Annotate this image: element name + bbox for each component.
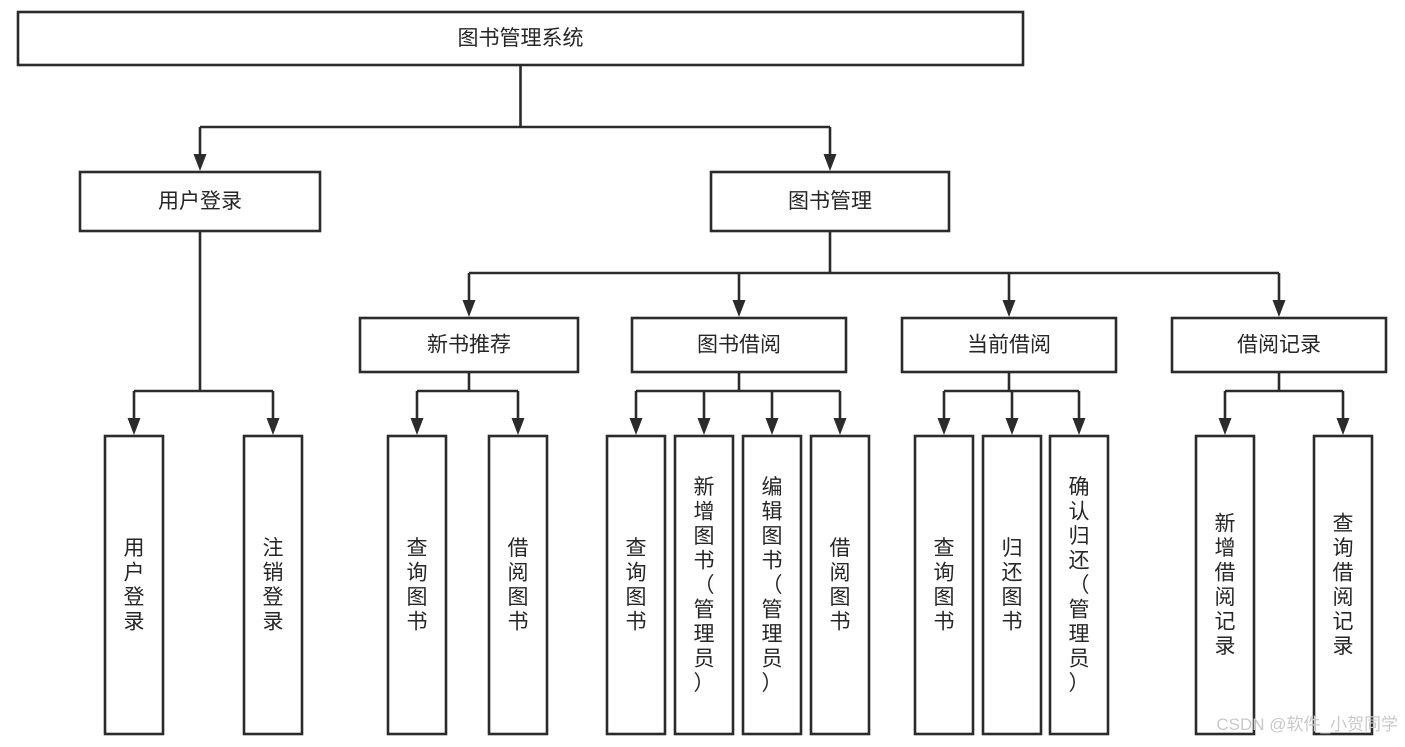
node-leaf-query-borrow-record[interactable]: 查询借阅记录	[1312, 434, 1374, 736]
node-box-leaf-edit-book-admin[interactable]	[741, 434, 803, 736]
node-label-leaf-logout: 注销登录	[263, 537, 284, 634]
node-box-leaf-confirm-return-admin[interactable]	[1048, 434, 1110, 736]
node-leaf-query-book-borrow[interactable]: 查询图书	[605, 434, 667, 736]
connector-arrow-icon	[1336, 418, 1350, 435]
connector-arrow-icon	[511, 418, 525, 435]
node-box-leaf-query-book-borrow[interactable]	[605, 434, 667, 736]
connector-group-book-borrow	[629, 372, 847, 435]
node-label-leaf-user-login: 用户登录	[124, 537, 145, 634]
node-leaf-add-borrow-record[interactable]: 新增借阅记录	[1194, 434, 1256, 736]
connector-arrow-icon	[1272, 300, 1286, 317]
connector-group-current-borrow	[937, 372, 1086, 435]
connector-arrow-icon	[1218, 418, 1232, 435]
node-new-book-rec[interactable]: 新书推荐	[358, 316, 580, 374]
connector-arrow-icon	[462, 300, 476, 317]
connector-arrow-icon	[732, 300, 746, 317]
node-leaf-user-login[interactable]: 用户登录	[103, 434, 165, 736]
node-label-leaf-confirm-return-admin: 确认归还（管理员）	[1069, 476, 1090, 695]
csdn-watermark: CSDN @软件_小贺同学	[1216, 715, 1398, 734]
connector-arrow-icon	[629, 418, 643, 435]
node-label-leaf-query-book-rec: 查询图书	[407, 537, 428, 634]
node-box-book-manage[interactable]	[709, 170, 951, 233]
connector-arrow-icon	[127, 418, 141, 435]
node-label-leaf-query-book-borrow: 查询图书	[626, 537, 647, 634]
node-box-leaf-borrow-book[interactable]	[809, 434, 871, 736]
node-leaf-confirm-return-admin[interactable]: 确认归还（管理员）	[1048, 434, 1110, 736]
node-label-leaf-query-borrow-record: 查询借阅记录	[1333, 513, 1354, 659]
node-current-borrow[interactable]: 当前借阅	[900, 316, 1118, 374]
node-label-leaf-return-book: 归还图书	[1002, 537, 1023, 634]
node-box-root[interactable]	[16, 10, 1025, 67]
node-label-book-borrow: 图书借阅	[697, 334, 781, 357]
node-label-borrow-record: 借阅记录	[1237, 334, 1321, 357]
connector-group-borrow-record	[1218, 372, 1350, 435]
connector-arrow-icon	[1005, 418, 1019, 435]
connector-arrow-icon	[937, 418, 951, 435]
connector-arrow-icon	[833, 418, 847, 435]
node-leaf-logout[interactable]: 注销登录	[242, 434, 304, 736]
node-book-borrow[interactable]: 图书借阅	[630, 316, 848, 374]
connector-arrow-icon	[765, 418, 779, 435]
node-box-leaf-add-borrow-record[interactable]	[1194, 434, 1256, 736]
node-box-leaf-logout[interactable]	[242, 434, 304, 736]
node-label-user-login: 用户登录	[158, 190, 242, 213]
connector-arrow-icon	[823, 154, 837, 171]
connector-arrow-icon	[410, 418, 424, 435]
node-root[interactable]: 图书管理系统	[16, 10, 1025, 67]
node-leaf-borrow-book[interactable]: 借阅图书	[809, 434, 871, 736]
node-box-leaf-query-book-current[interactable]	[913, 434, 975, 736]
node-box-new-book-rec[interactable]	[358, 316, 580, 374]
node-leaf-edit-book-admin[interactable]: 编辑图书（管理员）	[741, 434, 803, 736]
node-box-current-borrow[interactable]	[900, 316, 1118, 374]
node-box-book-borrow[interactable]	[630, 316, 848, 374]
node-label-leaf-add-book-admin: 新增图书（管理员）	[694, 476, 715, 695]
node-label-current-borrow: 当前借阅	[967, 334, 1051, 357]
node-leaf-add-book-admin[interactable]: 新增图书（管理员）	[673, 434, 735, 736]
node-box-leaf-return-book[interactable]	[981, 434, 1043, 736]
node-label-leaf-query-book-current: 查询图书	[934, 537, 955, 634]
node-box-leaf-query-borrow-record[interactable]	[1312, 434, 1374, 736]
connector-group-book-manage	[462, 231, 1286, 317]
connector-arrow-icon	[1002, 300, 1016, 317]
node-box-borrow-record[interactable]	[1170, 316, 1388, 374]
connector-group-new-book-rec	[410, 372, 525, 435]
node-user-login[interactable]: 用户登录	[78, 170, 322, 233]
node-box-leaf-borrow-book-rec[interactable]	[487, 434, 549, 736]
node-box-user-login[interactable]	[78, 170, 322, 233]
connector-group-root	[193, 65, 837, 171]
node-label-leaf-borrow-book-rec: 借阅图书	[508, 537, 529, 634]
node-label-root: 图书管理系统	[458, 27, 584, 50]
node-label-leaf-edit-book-admin: 编辑图书（管理员）	[762, 476, 783, 695]
connector-arrow-icon	[1072, 418, 1086, 435]
node-box-leaf-add-book-admin[interactable]	[673, 434, 735, 736]
connector-group-user-login	[127, 231, 280, 435]
node-leaf-borrow-book-rec[interactable]: 借阅图书	[487, 434, 549, 736]
node-label-book-manage: 图书管理	[788, 190, 872, 213]
node-label-leaf-add-borrow-record: 新增借阅记录	[1215, 513, 1236, 659]
connector-layer	[127, 65, 1350, 435]
node-leaf-query-book-current[interactable]: 查询图书	[913, 434, 975, 736]
node-box-leaf-query-book-rec[interactable]	[386, 434, 448, 736]
node-borrow-record[interactable]: 借阅记录	[1170, 316, 1388, 374]
node-leaf-return-book[interactable]: 归还图书	[981, 434, 1043, 736]
connector-arrow-icon	[266, 418, 280, 435]
node-label-new-book-rec: 新书推荐	[427, 334, 511, 357]
node-book-manage[interactable]: 图书管理	[709, 170, 951, 233]
node-leaf-query-book-rec[interactable]: 查询图书	[386, 434, 448, 736]
connector-arrow-icon	[193, 154, 207, 171]
node-box-leaf-user-login[interactable]	[103, 434, 165, 736]
connector-arrow-icon	[697, 418, 711, 435]
node-layer: 图书管理系统用户登录图书管理新书推荐图书借阅当前借阅借阅记录用户登录注销登录查询…	[16, 10, 1388, 736]
node-label-leaf-borrow-book: 借阅图书	[830, 537, 851, 634]
